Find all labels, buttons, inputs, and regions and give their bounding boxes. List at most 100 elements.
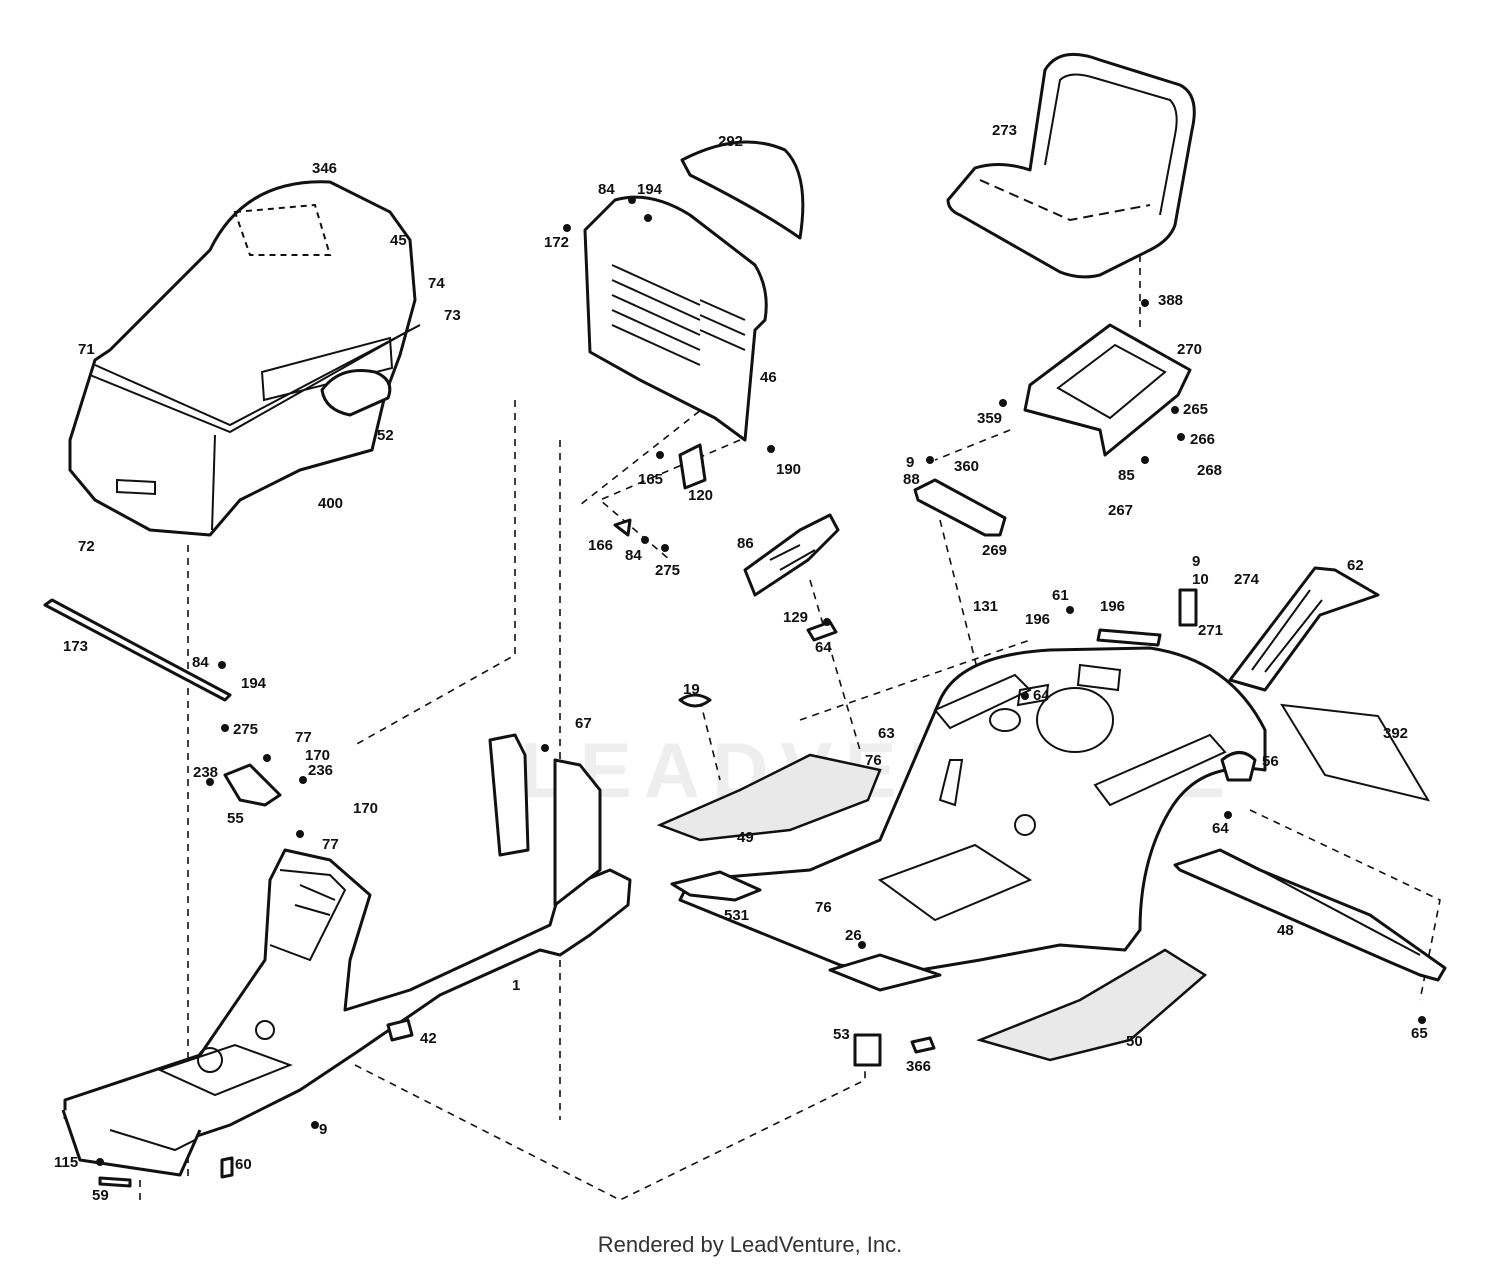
callout-76b: 76 <box>815 899 832 916</box>
callout-10: 10 <box>1192 571 1209 588</box>
callout-74: 74 <box>428 275 445 292</box>
callout-131: 131 <box>973 598 998 615</box>
callout-236: 236 <box>308 762 333 779</box>
callout-49: 49 <box>737 829 754 846</box>
callout-9a: 9 <box>906 454 914 471</box>
callout-273: 273 <box>992 122 1017 139</box>
footer-credit: Rendered by LeadVenture, Inc. <box>597 1232 903 1257</box>
callout-194a: 194 <box>637 181 663 198</box>
callout-359: 359 <box>977 410 1002 427</box>
callout-270: 270 <box>1177 341 1202 358</box>
front-pan-part[interactable] <box>828 953 942 992</box>
decal-392[interactable] <box>1280 703 1431 802</box>
callout-53: 53 <box>833 1026 850 1043</box>
callout-388: 388 <box>1158 292 1183 309</box>
callout-45: 45 <box>390 232 407 249</box>
callout-274: 274 <box>1234 571 1260 588</box>
callout-73: 73 <box>444 307 461 324</box>
callout-1: 1 <box>512 977 520 994</box>
bracket-55[interactable] <box>223 763 282 807</box>
callout-268: 268 <box>1197 462 1222 479</box>
seat-pan-part[interactable] <box>1023 323 1192 457</box>
rod-173[interactable] <box>43 598 232 702</box>
callout-64c: 64 <box>1212 820 1229 837</box>
callout-84a: 84 <box>598 181 615 198</box>
callout-267: 267 <box>1108 502 1133 519</box>
callout-60: 60 <box>235 1156 252 1173</box>
part-166 <box>613 518 632 537</box>
callout-65: 65 <box>1411 1025 1428 1042</box>
callout-46: 46 <box>760 369 777 386</box>
part-53 <box>853 1033 882 1067</box>
hood-part[interactable] <box>68 180 421 537</box>
callout-165: 165 <box>638 471 663 488</box>
bracket-531[interactable] <box>670 870 762 902</box>
callout-400: 400 <box>318 495 343 512</box>
callout-170a: 170 <box>305 747 330 764</box>
callout-196a: 196 <box>1100 598 1125 615</box>
part-196 <box>1096 628 1162 647</box>
callout-275b: 275 <box>233 721 258 738</box>
callout-194b: 194 <box>241 675 267 692</box>
callout-labels: 346 45 74 73 71 52 400 72 292 84 194 172… <box>54 122 1428 1204</box>
callout-392: 392 <box>1383 725 1408 742</box>
callout-55: 55 <box>227 810 244 827</box>
callout-9b: 9 <box>1192 553 1200 570</box>
bracket-120[interactable] <box>678 443 707 490</box>
callout-42: 42 <box>420 1030 437 1047</box>
callout-62: 62 <box>1347 557 1364 574</box>
frame-part[interactable] <box>61 733 632 1177</box>
part-19 <box>678 693 712 708</box>
rail-48-part[interactable] <box>1173 848 1447 982</box>
callout-531: 531 <box>724 907 749 924</box>
callout-9c: 9 <box>319 1121 327 1138</box>
callout-59: 59 <box>92 1187 109 1204</box>
callout-48: 48 <box>1277 922 1294 939</box>
fender-support-part[interactable] <box>1228 566 1380 692</box>
callout-84b: 84 <box>625 547 642 564</box>
seat-bracket-part[interactable] <box>913 478 1007 537</box>
callout-26: 26 <box>845 927 862 944</box>
mat-49[interactable] <box>656 753 882 842</box>
callout-190: 190 <box>776 461 801 478</box>
callout-77b: 77 <box>322 836 339 853</box>
callout-61: 61 <box>1052 587 1069 604</box>
callout-173: 173 <box>63 638 88 655</box>
callout-85: 85 <box>1118 467 1135 484</box>
callout-67: 67 <box>575 715 592 732</box>
dash-panel-part[interactable] <box>583 195 768 442</box>
seat-part[interactable] <box>946 52 1196 279</box>
part-271 <box>1178 588 1198 627</box>
callout-84c: 84 <box>192 654 209 671</box>
callout-56: 56 <box>1262 753 1279 770</box>
part-59 <box>98 1176 132 1188</box>
fender-body-part[interactable] <box>678 646 1267 977</box>
callout-170b: 170 <box>353 800 378 817</box>
callout-172: 172 <box>544 234 569 251</box>
callout-120: 120 <box>688 487 713 504</box>
lens-part[interactable] <box>680 140 805 240</box>
callout-77a: 77 <box>295 729 312 746</box>
callout-196b: 196 <box>1025 611 1050 628</box>
shift-plate-part[interactable] <box>743 513 840 597</box>
callout-115: 115 <box>54 1154 78 1171</box>
callout-266: 266 <box>1190 431 1215 448</box>
callout-19: 19 <box>683 681 700 698</box>
callout-271: 271 <box>1198 622 1223 639</box>
mat-50[interactable] <box>976 948 1208 1062</box>
part-60 <box>220 1156 234 1179</box>
callout-64b: 64 <box>1033 687 1050 704</box>
callout-346: 346 <box>312 160 337 177</box>
callout-72: 72 <box>78 538 95 555</box>
callout-52: 52 <box>377 427 394 444</box>
part-56 <box>1220 751 1257 782</box>
callout-275a: 275 <box>655 562 680 579</box>
callout-292: 292 <box>718 133 743 150</box>
small-parts <box>96 196 1426 1188</box>
callout-166: 166 <box>588 537 613 554</box>
callout-129: 129 <box>783 609 808 626</box>
callout-50: 50 <box>1126 1033 1143 1050</box>
callout-76a: 76 <box>865 752 882 769</box>
callout-238: 238 <box>193 764 218 781</box>
